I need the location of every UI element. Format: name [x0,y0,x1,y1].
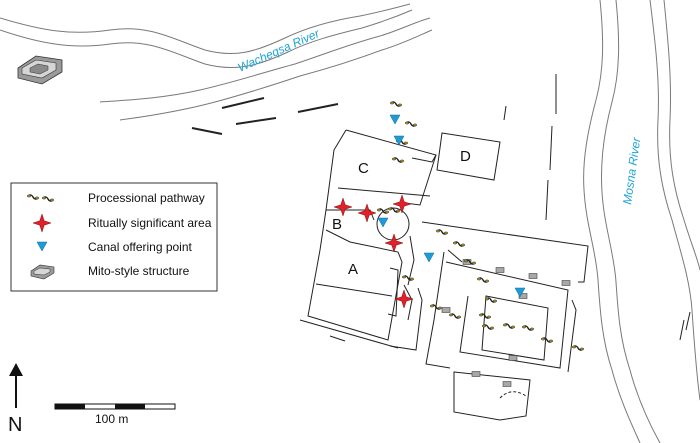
legend-item-mito-style-structure: Mito-style structure [30,264,190,280]
legend-item-canal-offering-point: Canal offering point [36,240,193,254]
legend: Processional pathway Ritually significan… [10,182,218,292]
scale-bar: 100 m [54,403,176,426]
north-label: N [8,414,22,436]
ritually-significant-areas [333,194,414,309]
legend-item-ritually-significant-area: Ritually significant area [32,213,212,233]
wacheqsa-river-label: Wacheqsa River [236,26,323,75]
legend-label-canal: Canal offering point [88,240,193,254]
zone-label-d: D [460,148,471,165]
legend-label-ritual: Ritually significant area [88,216,212,230]
legend-label-processional: Processional pathway [88,191,205,205]
scale-label: 100 m [95,412,128,426]
zone-label-b: B [332,216,342,233]
gate-markers [441,259,571,387]
legend-item-processional-pathway: Processional pathway [26,191,205,205]
building-complex [299,129,589,421]
north-arrow-icon [9,363,23,376]
north-arrow: N [8,363,23,436]
mito-style-structure [17,55,63,85]
zone-label-c: C [358,160,369,177]
legend-label-mito: Mito-style structure [88,264,190,278]
mosna-river [583,0,700,443]
mito-structure-icon [30,264,55,280]
wall-fragments [191,74,691,341]
zone-label-a: A [348,261,358,278]
wacheqsa-river [0,3,433,121]
mosna-river-label: Mosna River [620,136,643,206]
